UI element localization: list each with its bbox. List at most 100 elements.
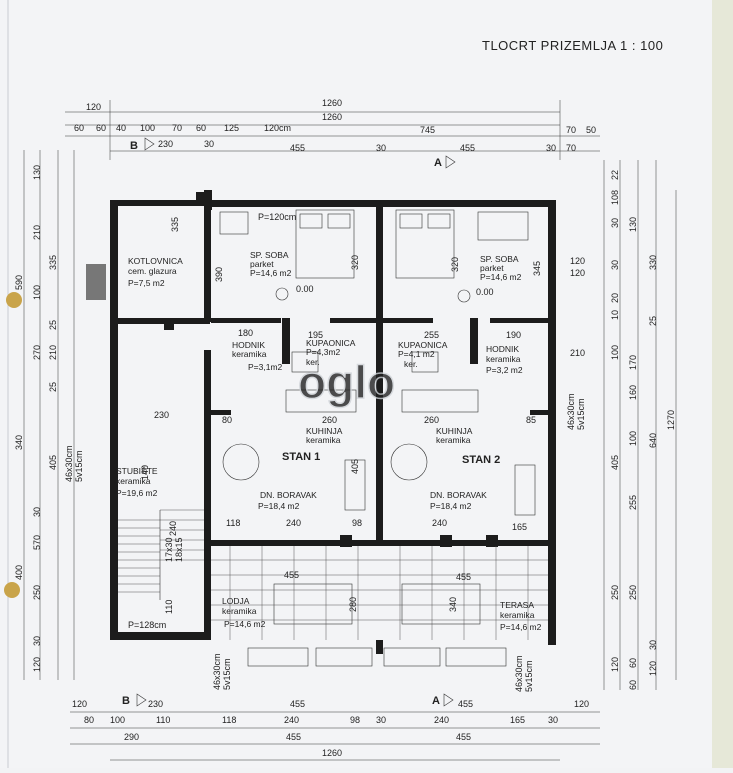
svg-text:25: 25	[648, 316, 658, 326]
room-boravak-2-area: P=18,4 m2	[430, 501, 472, 511]
dim-120cm: 120cm	[264, 123, 291, 133]
svg-text:30: 30	[610, 260, 620, 270]
room-stubiste-name: STUBIŠTE	[116, 466, 158, 476]
room-labels: SP. SOBA parket P=14,6 m2 SP. SOBA parke…	[116, 250, 542, 632]
annotations: P=120cm P=128cm 0.00 0.00 17x30 18x15 46…	[64, 212, 586, 692]
left-dimension-labels: 130 210 335 590 100 270 210 340 405 570 …	[14, 165, 58, 672]
left-dimension-lines	[23, 150, 75, 680]
svg-text:30: 30	[610, 218, 620, 228]
note-win-right: 46x30cm	[566, 393, 576, 430]
svg-text:30: 30	[648, 640, 658, 650]
svg-text:120: 120	[32, 657, 42, 672]
dim-top-120: 120	[86, 102, 101, 112]
dim-bottom-120b: 120	[574, 699, 589, 709]
svg-text:130: 130	[628, 217, 638, 232]
dim-b2-98: 98	[350, 715, 360, 725]
terrace-hatch	[211, 546, 548, 640]
room-boravak-1-name: DN. BORAVAK	[260, 490, 317, 500]
dim-70: 70	[172, 123, 182, 133]
dim-60c: 60	[196, 123, 206, 133]
room-stubiste-area: P=19,6 m2	[116, 488, 158, 498]
section-mark-b-top: B	[130, 140, 138, 152]
room-lodja-area: P=14,6 m2	[224, 619, 266, 629]
dim-b2-110: 110	[156, 715, 170, 725]
room-kupaonica-2-floor: ker.	[404, 359, 418, 369]
svg-text:25: 25	[48, 382, 58, 392]
dim-b2-118: 118	[222, 715, 236, 725]
room-kotlovnica-area: P=7,5 m2	[128, 278, 165, 288]
dim-70c: 70	[566, 143, 576, 153]
svg-text:400: 400	[14, 565, 24, 580]
room-kotlovnica-name: KOTLOVNICA	[128, 256, 183, 266]
svg-text:110: 110	[164, 600, 174, 614]
note-win-br2: 5v15cm	[524, 660, 534, 692]
svg-text:120: 120	[570, 268, 585, 278]
svg-text:60: 60	[628, 680, 638, 690]
dim-125: 125	[224, 123, 239, 133]
dim-b2-30b: 30	[548, 715, 558, 725]
inner-dimensions: 320 320 390 335 345 180 195 255 190 260 …	[140, 217, 542, 614]
dim-b3-290: 290	[124, 732, 139, 742]
dim-b2-100: 100	[110, 715, 125, 725]
svg-text:335: 335	[170, 217, 180, 232]
svg-text:255: 255	[628, 495, 638, 510]
svg-text:250: 250	[610, 585, 620, 600]
svg-text:160: 160	[628, 385, 638, 400]
note-win-br: 46x30cm	[514, 655, 524, 692]
dim-bottom-120a: 120	[72, 699, 87, 709]
dim-100: 100	[140, 123, 155, 133]
svg-text:20: 20	[610, 293, 620, 303]
planters	[247, 647, 507, 667]
svg-text:60: 60	[628, 658, 638, 668]
dim-30c: 30	[546, 143, 556, 153]
svg-text:330: 330	[648, 255, 658, 270]
section-mark-a-top: A	[434, 157, 442, 169]
dim-b2-240a: 240	[284, 715, 299, 725]
svg-text:30: 30	[32, 507, 42, 517]
svg-text:570: 570	[32, 535, 42, 550]
dim-455a: 455	[290, 143, 305, 153]
note-stair1: 17x30	[164, 537, 174, 562]
dim-bottom-455a: 455	[290, 699, 305, 709]
binder-ring-bottom	[4, 582, 20, 598]
chimney-block	[86, 264, 106, 300]
svg-text:280: 280	[348, 597, 358, 612]
building-walls	[110, 190, 556, 654]
note-win-left2: 5v15cm	[74, 450, 84, 482]
svg-text:22: 22	[610, 170, 620, 180]
room-hodnik-1-area: P=3,1m2	[248, 362, 283, 372]
svg-text:1270: 1270	[666, 410, 676, 430]
svg-text:10: 10	[610, 310, 620, 320]
note-win-bl: 46x30cm	[212, 653, 222, 690]
room-kuhinja-1-floor: keramika	[306, 435, 341, 445]
plan-title: TLOCRT PRIZEMLJA 1 : 100	[482, 38, 663, 53]
svg-text:340: 340	[14, 435, 24, 450]
svg-text:180: 180	[238, 328, 253, 338]
svg-text:320: 320	[350, 255, 360, 270]
svg-text:405: 405	[48, 455, 58, 470]
room-sp-soba-1-area: P=14,6 m2	[250, 268, 292, 278]
note-p120: P=120cm	[258, 212, 296, 222]
dim-70r: 70	[566, 125, 576, 135]
svg-text:100: 100	[628, 431, 638, 446]
svg-text:190: 190	[506, 330, 521, 340]
svg-text:240: 240	[286, 518, 301, 528]
svg-text:118: 118	[226, 518, 240, 528]
svg-text:260: 260	[424, 415, 439, 425]
svg-text:390: 390	[214, 267, 224, 282]
svg-text:85: 85	[526, 415, 536, 425]
dim-230: 230	[158, 139, 173, 149]
dim-455b: 455	[460, 143, 475, 153]
section-arrow-b-bottom	[136, 693, 147, 707]
room-sp-soba-2-area: P=14,6 m2	[480, 272, 522, 282]
svg-text:240: 240	[168, 521, 178, 536]
svg-text:120: 120	[648, 661, 658, 676]
svg-text:130: 130	[32, 165, 42, 180]
room-kuhinja-2-name: KUHINJA	[436, 426, 473, 436]
dim-bottom-455b: 455	[458, 699, 473, 709]
room-terasa-area: P=14,6 m2	[500, 622, 542, 632]
svg-text:165: 165	[512, 522, 527, 532]
furniture-layer	[219, 209, 536, 625]
svg-text:640: 640	[648, 433, 658, 448]
